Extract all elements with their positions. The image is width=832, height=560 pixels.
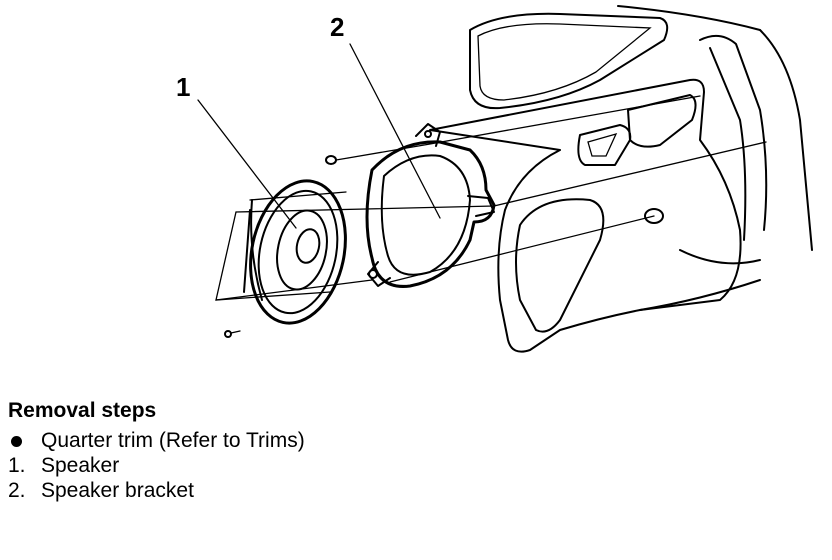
- screw-upper: [325, 155, 349, 165]
- step-speaker-bracket: 2. Speaker bracket: [8, 478, 338, 503]
- step-marker: 1.: [8, 454, 26, 477]
- bullet-icon: [11, 436, 22, 447]
- callout-speaker-bracket: 2: [330, 12, 344, 42]
- leader-line-speaker: [197, 99, 297, 229]
- leader-line-bracket: [349, 43, 441, 219]
- speaker-removal-diagram: 1 2: [176, 5, 813, 353]
- speaker: [243, 179, 347, 325]
- removal-steps: Removal steps Quarter trim (Refer to Tri…: [8, 398, 338, 503]
- screw-lower: [224, 330, 241, 338]
- step-speaker: 1. Speaker: [8, 453, 338, 478]
- removal-steps-title: Removal steps: [8, 399, 157, 422]
- step-text: Speaker: [41, 454, 120, 477]
- step-text: Quarter trim (Refer to Trims): [41, 429, 305, 452]
- step-marker: [8, 428, 41, 453]
- speaker-bracket: [365, 123, 496, 288]
- step-quarter-trim: Quarter trim (Refer to Trims): [8, 428, 338, 453]
- quarter-panel-body: [429, 5, 813, 353]
- alignment-lines: [215, 95, 767, 301]
- step-text: Speaker bracket: [41, 479, 194, 502]
- step-marker: 2.: [8, 479, 26, 502]
- callout-speaker: 1: [176, 72, 190, 102]
